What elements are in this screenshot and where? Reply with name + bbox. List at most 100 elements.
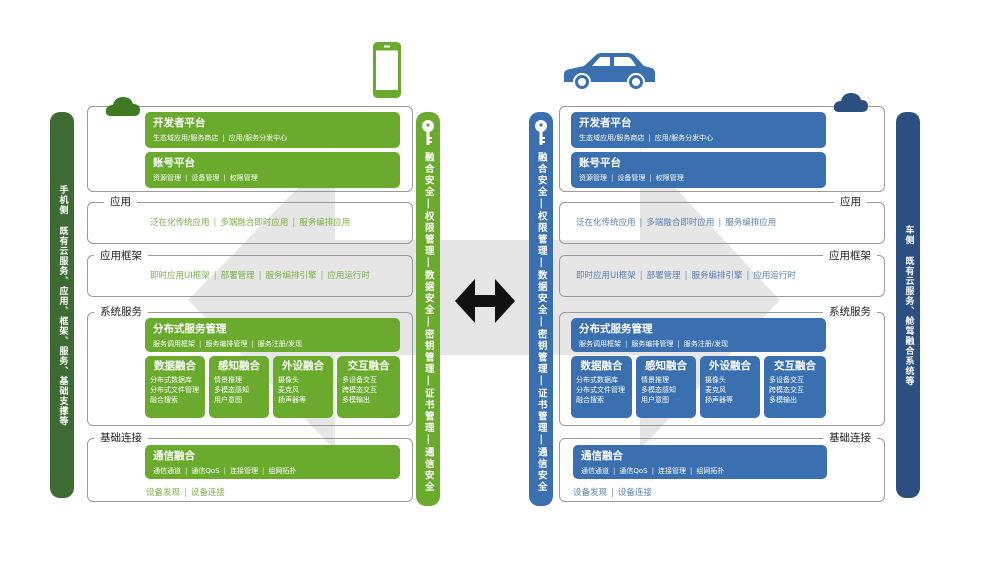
fusion-line: 多模输出 [769,396,797,404]
item: 服务编排应用 [725,218,777,228]
fusion-line: 跨模态交互 [769,386,804,394]
car-comm-fusion: 通信融合 通信通道|通信QoS|连接管理|组网拓扑 [573,445,827,479]
car-side-text: 车侧 既有云服务、舱驾融合系统等 [903,224,914,386]
comm-title: 通信融合 [153,450,195,462]
item: 服务编排管理 [631,340,674,348]
fusion-line: 情景推理 [214,376,242,384]
phone-account-platform: 账号平台 资源管理|设备管理|权限管理 [145,152,400,188]
fusion-line: 扬声器等 [705,396,733,404]
item: 权限管理 [655,174,684,182]
item: 设备连接 [190,488,225,498]
phone-base-panel [87,438,413,502]
item: 即时应用UI框架 [150,271,210,281]
car-base-extra: 设备发现|设备连接 [573,488,652,498]
phone-framework-panel [87,255,413,297]
fusion-line: 多模态感知 [214,386,249,394]
phone-side-label: 手机侧 既有云服务、应用、框架、服务、基础支撑等 [50,112,74,498]
account-platform-items: 资源管理|设备管理|权限管理 [579,174,684,182]
fusion-line: 融合搜索 [576,396,604,404]
fusion-title: 感知融合 [645,360,687,372]
phone-base-title: 基础连接 [94,431,148,445]
item: 生态域应用/服务商店 [579,134,645,142]
item: 资源管理 [153,174,181,182]
item: 服务调用框架 [153,340,195,348]
phone-dev-platform: 开发者平台 生态域应用/服务商店|应用/服务分发中心 [145,112,400,148]
item: 应用运行时 [327,271,370,281]
car-base-title: 基础连接 [823,431,877,445]
phone-app-items: 泛在化传统应用|多端融合即时应用|服务编排应用 [150,218,351,228]
double-arrow-icon [455,279,515,323]
dev-platform-title: 开发者平台 [153,117,206,129]
fusion-title: 交互融合 [347,360,390,372]
dev-platform-items: 生态域应用/服务商店|应用/服务分发中心 [579,134,714,142]
car-icon [564,53,656,91]
dsm-title: 分布式服务管理 [579,323,653,335]
phone-base-extra: 设备发现|设备连接 [146,488,225,498]
phone-fusion-peripheral: 外设融合摄像头麦克风扬声器等 [273,356,333,418]
item: 组网拓扑 [268,467,297,475]
item: 服务编排引擎 [265,271,317,281]
item: 设备发现 [146,488,181,498]
car-app-panel [559,202,885,244]
item: 服务调用框架 [579,340,621,348]
phone-side-text: 手机侧 既有云服务、应用、框架、服务、基础支撑等 [57,184,68,426]
item: 设备连接 [617,488,652,498]
car-side-label: 车侧 既有云服务、舱驾融合系统等 [896,112,920,498]
item: 通信通道 [153,467,181,475]
fusion-title: 外设融合 [709,360,751,372]
fusion-line: 多模态感知 [641,386,676,394]
fusion-line: 摄像头 [278,376,299,384]
item: 连接管理 [657,467,686,475]
item: 设备管理 [617,174,646,182]
phone-security-text: 融合安全|权限管理|数据安全|密钥管理|证书管理|通信安全 [422,152,434,493]
comm-title: 通信融合 [581,450,623,462]
phone-platform-panel [87,106,413,192]
car-dsm: 分布式服务管理 服务调用框架|服务编排管理|服务注册/发现 [571,318,826,352]
cloud-icon [105,97,140,116]
comm-items: 通信通道|通信QoS|连接管理|组网拓扑 [153,467,297,475]
car-fusion-data: 数据融合分布式数据库分布式文件管理融合搜索 [571,356,632,418]
item: 应用/服务分发中心 [654,134,714,142]
fusion-title: 数据融合 [580,360,623,372]
fusion-line: 分布式文件管理 [576,386,625,394]
phone-dsm: 分布式服务管理 服务调用框架|服务编排管理|服务注册/发现 [145,318,400,352]
item: 多端融合即时应用 [646,218,715,228]
item: 服务编排引擎 [691,271,743,281]
car-system-title: 系统服务 [823,305,877,319]
cloud-icon [833,93,868,112]
account-platform-items: 资源管理|设备管理|权限管理 [153,174,258,182]
car-security-text: 融合安全|权限管理|数据安全|密钥管理|证书管理|通信安全 [535,152,547,493]
item: 通信QoS [191,467,220,475]
item: 连接管理 [229,467,258,475]
item: 部署管理 [220,271,255,281]
fusion-line: 情景推理 [641,376,669,384]
phone-fusion-data: 数据融合分布式数据库分布式文件管理融合搜索 [145,356,205,418]
item: 资源管理 [579,174,607,182]
item: 多端融合即时应用 [220,218,289,228]
phone-security-column: 融合安全|权限管理|数据安全|密钥管理|证书管理|通信安全 [416,112,440,506]
car-account-platform: 账号平台 资源管理|设备管理|权限管理 [571,152,826,188]
phone-framework-title: 应用框架 [94,249,148,263]
fusion-line: 用户意图 [214,396,242,404]
dsm-items: 服务调用框架|服务编排管理|服务注册/发现 [579,340,729,348]
smartphone-icon [373,42,401,98]
item: 通信QoS [619,467,648,475]
car-platform-panel [559,106,885,192]
key-icon [422,120,434,145]
fusion-line: 扬声器等 [278,396,306,404]
car-fusion-perception: 感知融合情景推理多模态感知用户意图 [636,356,696,418]
item: 权限管理 [229,174,258,182]
item: 泛在化传统应用 [150,218,210,228]
car-app-title: 应用 [834,195,867,209]
phone-system-title: 系统服务 [94,305,148,319]
dsm-title: 分布式服务管理 [153,323,227,335]
dev-platform-title: 开发者平台 [579,117,632,129]
fusion-line: 跨模态交互 [342,386,377,394]
car-framework-items: 即时应用UI框架|部署管理|服务编排引擎|应用运行时 [576,271,796,281]
item: 通信通道 [581,467,609,475]
fusion-line: 多设备交互 [342,376,377,384]
phone-fusion-perception: 感知融合情景推理多模态感知用户意图 [209,356,269,418]
item: 服务注册/发现 [257,340,303,348]
fusion-line: 分布式文件管理 [150,386,199,394]
car-base-panel [559,438,885,502]
